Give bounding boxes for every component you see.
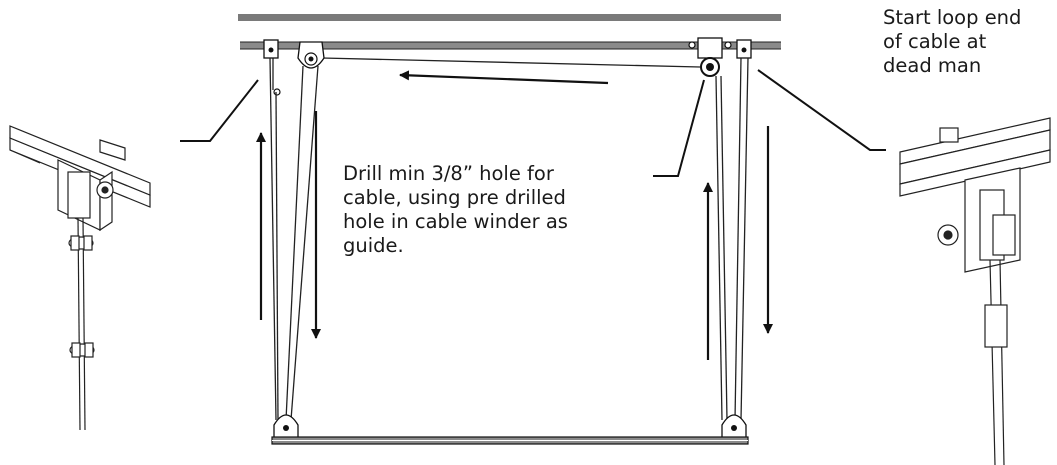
drill-instruction-note: Drill min 3/8” hole for cable, using pre…: [343, 162, 568, 257]
cable-winder-icon: [688, 37, 732, 77]
right-detail-inset: [899, 117, 1051, 465]
ceiling-rail-top: [238, 14, 781, 21]
arrow-icon: [399, 70, 609, 85]
left-detail-inset: [9, 125, 151, 431]
bracket-icon: [263, 39, 281, 96]
top-cable: [321, 57, 701, 68]
leader-line-right: [757, 69, 886, 151]
leader-line-drill: [653, 79, 705, 177]
bottom-bar: [271, 436, 749, 445]
pulley-icon: [721, 414, 747, 441]
bracket-icon: [736, 39, 752, 59]
vertical-cables: [269, 57, 749, 421]
leader-line-left: [180, 79, 259, 142]
pulley-icon: [297, 41, 325, 69]
start-loop-note: Start loop end of cable at dead man: [883, 6, 1022, 77]
